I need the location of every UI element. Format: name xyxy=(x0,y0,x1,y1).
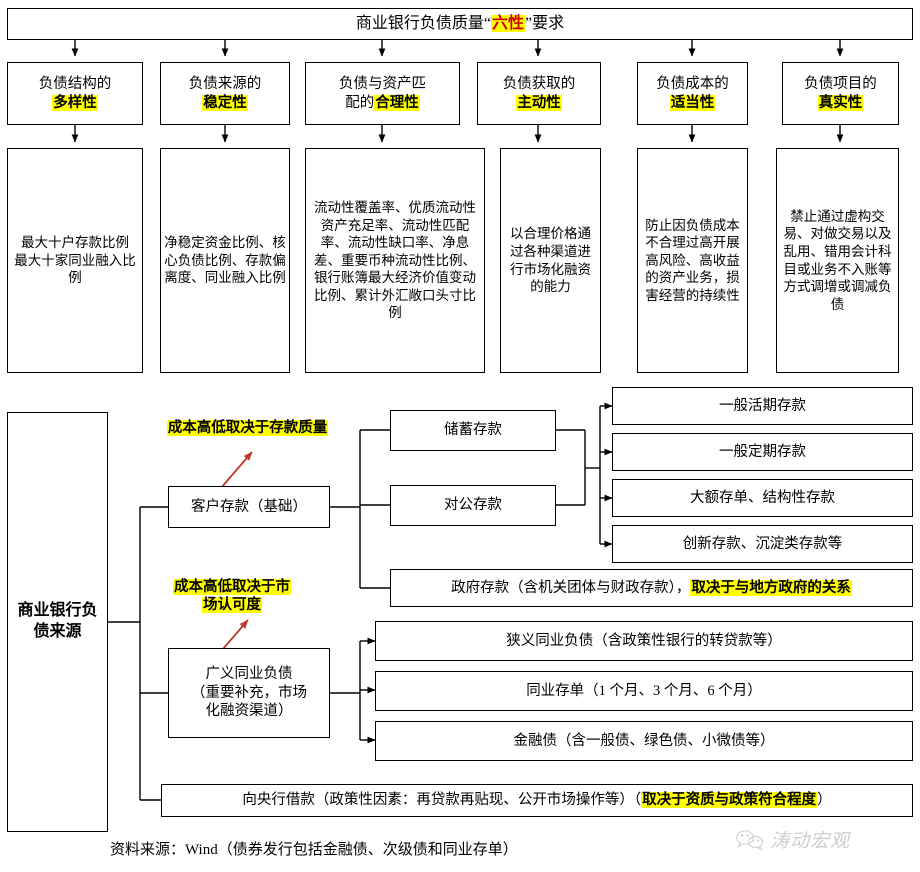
category-box-1: 负债结构的 多样性 xyxy=(7,62,143,125)
title-prefix: 商业银行负债质量 xyxy=(355,14,484,32)
detail-box-6: 禁止通过虚构交易、对做交易以及乱用、错用会计科目或业务不入账等方式调增或调减负债 xyxy=(776,148,899,373)
deposit-type-4-label: 创新存款、沉淀类存款等 xyxy=(682,535,843,552)
category-3-line1: 负债与资产匹 xyxy=(339,75,426,92)
category-box-4: 负债获取的 主动性 xyxy=(477,62,601,125)
deposit-type-box-4: 创新存款、沉淀类存款等 xyxy=(612,525,913,563)
interbank-type-box-1: 狭义同业负债（含政策性银行的转贷款等） xyxy=(375,621,913,661)
source-caption: 资料来源：Wind（债券发行包括金融债、次级债和同业存单） xyxy=(110,842,518,858)
level1-box-interbank-liability: 广义同业负债 （重要补充，市场 化融资渠道） xyxy=(168,648,330,738)
interbank-type-2-label: 同业存单（1 个月、3 个月、6 个月） xyxy=(526,682,762,699)
category-3-highlight: 合理性 xyxy=(374,94,420,111)
detail-5-text: 防止因负债成本不合理过高开展高风险、高收益的资产业务，损害经营的持续性 xyxy=(645,217,740,303)
title-suffix: 要求 xyxy=(532,14,565,32)
detail-box-4: 以合理价格通过各种渠道进行市场化融资的能力 xyxy=(500,148,601,373)
detail-box-5: 防止因负债成本不合理过高开展高风险、高收益的资产业务，损害经营的持续性 xyxy=(637,148,748,373)
detail-3-text: 流动性覆盖率、优质流动性资产充足率、流动性匹配率、流动性缺口率、净息差、重要币种… xyxy=(314,200,476,321)
annotation-interbank-cost-text: 成本高低取决于市 场认可度 xyxy=(173,579,291,614)
government-deposit-highlight: 取决于与地方政府的关系 xyxy=(690,579,852,596)
central-bank-tail: ） xyxy=(817,792,832,809)
government-deposit-plain: 政府存款（含机关团体与财政存款）， xyxy=(451,579,691,596)
interbank-type-box-2: 同业存单（1 个月、3 个月、6 个月） xyxy=(375,671,913,711)
title-quote-close: ” xyxy=(525,14,533,32)
interbank-type-box-3: 金融债（含一般债、绿色债、小微债等） xyxy=(375,721,913,761)
category-2-line1: 负债来源的 xyxy=(188,75,262,92)
detail-box-2: 净稳定资金比例、核心负债比例、存款偏离度、同业融入比例 xyxy=(160,148,290,373)
category-5-line1: 负债成本的 xyxy=(656,75,729,92)
detail-box-3: 流动性覆盖率、优质流动性资产充足率、流动性匹配率、流动性缺口率、净息差、重要币种… xyxy=(305,148,485,373)
category-2-highlight: 稳定性 xyxy=(202,94,248,111)
level1-interbank-liability-label: 广义同业负债 （重要补充，市场 化融资渠道） xyxy=(191,665,307,720)
deposit-child-corporate-label: 对公存款 xyxy=(444,497,502,514)
detail-2-text: 净稳定资金比例、核心负债比例、存款偏离度、同业融入比例 xyxy=(164,235,286,286)
level1-customer-deposit-label: 客户存款（基础） xyxy=(191,498,307,515)
deposit-type-box-2: 一般定期存款 xyxy=(612,433,913,471)
central-bank-borrowing-box: 向央行借款（政策性因素：再贷款再贴现、公开市场操作等）（取决于资质与政策符合程度… xyxy=(161,784,913,817)
title-highlight: 六性 xyxy=(490,14,525,32)
interbank-type-1-label: 狭义同业负债（含政策性银行的转贷款等） xyxy=(506,632,782,649)
deposit-type-box-3: 大额存单、结构性存款 xyxy=(612,479,913,517)
deposit-type-3-label: 大额存单、结构性存款 xyxy=(690,489,835,506)
deposit-type-2-label: 一般定期存款 xyxy=(719,443,806,460)
liability-source-root-label: 商业银行负债来源 xyxy=(17,602,98,640)
category-1-line1: 负债结构的 xyxy=(38,75,112,92)
category-6-line1: 负债项目的 xyxy=(804,75,877,92)
deposit-type-1-label: 一般活期存款 xyxy=(719,397,806,414)
category-4-highlight: 主动性 xyxy=(516,94,562,111)
wechat-icon xyxy=(736,829,764,851)
deposit-child-savings-label: 储蓄存款 xyxy=(444,422,502,439)
government-deposit-box: 政府存款（含机关团体与财政存款），取决于与地方政府的关系 xyxy=(390,569,913,607)
deposit-type-box-1: 一般活期存款 xyxy=(612,387,913,425)
watermark: 涛动宏观 xyxy=(735,826,850,853)
central-bank-highlight: 取决于资质与政策符合程度 xyxy=(641,792,818,809)
annotation-deposit-cost-text: 成本高低取决于存款质量 xyxy=(166,420,329,436)
liability-source-root-box: 商业银行负债来源 xyxy=(7,412,108,832)
category-4-line1: 负债获取的 xyxy=(502,75,576,92)
watermark-text: 涛动宏观 xyxy=(770,831,851,852)
detail-box-1: 最大十户存款比例 最大十家同业融入比例 xyxy=(7,148,143,373)
category-1-highlight: 多样性 xyxy=(52,94,98,111)
level1-box-customer-deposit: 客户存款（基础） xyxy=(168,486,330,528)
detail-1-text: 最大十户存款比例 最大十家同业融入比例 xyxy=(14,235,136,286)
category-5-highlight: 适当性 xyxy=(669,94,716,111)
annotation-interbank-cost: 成本高低取决于市 场认可度 xyxy=(152,560,312,614)
central-bank-plain: 向央行借款（政策性因素：再贷款再贴现、公开市场操作等）（ xyxy=(242,792,642,809)
page-title: 商业银行负债质量“六性”要求 xyxy=(7,8,913,40)
category-3-line2: 配的 xyxy=(345,94,375,111)
detail-6-text: 禁止通过虚构交易、对做交易以及乱用、错用会计科目或业务不入账等方式调增或调减负债 xyxy=(783,208,892,312)
category-6-highlight: 真实性 xyxy=(817,94,864,111)
deposit-child-corporate: 对公存款 xyxy=(390,485,556,526)
category-box-2: 负债来源的 稳定性 xyxy=(160,62,290,125)
category-box-3: 负债与资产匹 配的合理性 xyxy=(305,62,460,125)
interbank-type-3-label: 金融债（含一般债、绿色债、小微债等） xyxy=(513,732,775,749)
annotation-deposit-cost: 成本高低取决于存款质量 xyxy=(145,419,350,437)
category-box-5: 负债成本的 适当性 xyxy=(637,62,748,125)
deposit-child-savings: 储蓄存款 xyxy=(390,410,556,451)
category-box-6: 负债项目的 真实性 xyxy=(782,62,899,125)
title-quote-open: “ xyxy=(483,14,491,32)
detail-4-text: 以合理价格通过各种渠道进行市场化融资的能力 xyxy=(510,226,591,295)
